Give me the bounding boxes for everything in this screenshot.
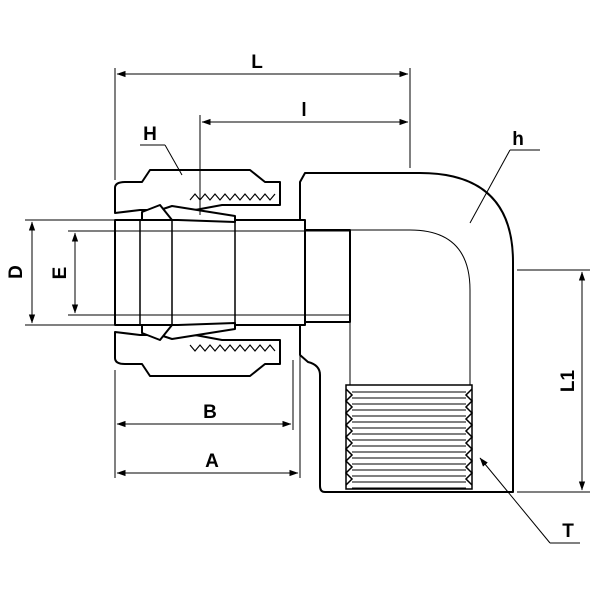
- leader-line: [164, 144, 183, 176]
- label-H: H: [143, 124, 157, 145]
- dimension-A: A: [116, 350, 301, 478]
- label-B: B: [203, 402, 217, 423]
- leader-h: h: [469, 129, 540, 224]
- nut-upper: [114, 169, 281, 214]
- dimension-D: D: [6, 219, 115, 326]
- nut-thread: [189, 193, 276, 352]
- label-E: E: [50, 267, 71, 280]
- dimension-l: l: [199, 100, 409, 215]
- label-T: T: [562, 521, 574, 542]
- elbow-body: [299, 172, 514, 493]
- elbow-bore-line: [300, 229, 471, 385]
- label-L: L: [251, 52, 263, 73]
- label-A: A: [205, 451, 219, 472]
- female-thread: [344, 388, 474, 489]
- dimension-B: B: [114, 360, 294, 478]
- threaded-port-bore: [345, 384, 473, 490]
- thread-profile-right: [464, 388, 474, 486]
- tube: [114, 219, 350, 326]
- leader-line: [479, 457, 551, 544]
- leader-T: T: [479, 457, 580, 544]
- label-h: h: [512, 129, 524, 150]
- nut-thread-upper: [189, 193, 276, 201]
- label-D: D: [6, 265, 27, 279]
- dimension-L: L: [114, 52, 411, 180]
- thread-profile-left: [344, 388, 354, 486]
- dimension-L1: L1: [517, 269, 590, 493]
- label-L1: L1: [558, 369, 579, 392]
- label-l: l: [301, 100, 306, 121]
- nut-thread-lower: [189, 344, 276, 352]
- ferrules: [141, 204, 236, 341]
- leader-H: H: [140, 124, 183, 176]
- dimension-E: E: [50, 230, 115, 316]
- nut: [114, 169, 281, 377]
- nut-lower: [114, 331, 281, 377]
- tube-outline: [114, 219, 306, 326]
- leader-line: [469, 149, 511, 224]
